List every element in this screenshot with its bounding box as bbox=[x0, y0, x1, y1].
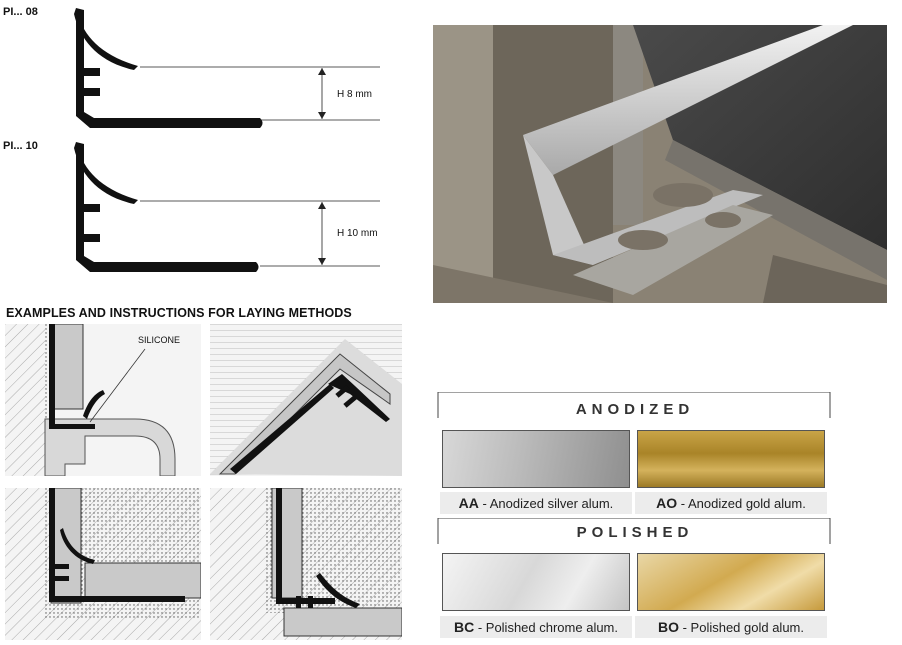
anodized-heading: ANODIZED bbox=[575, 401, 695, 418]
laying-example-2 bbox=[210, 324, 402, 476]
installation-photo bbox=[433, 25, 887, 303]
swatch-polished-gold bbox=[637, 553, 825, 611]
instructions-title: EXAMPLES AND INSTRUCTIONS FOR LAYING MET… bbox=[6, 306, 352, 320]
laying-example-1 bbox=[5, 324, 201, 476]
caption-ao: AO - Anodized gold alum. bbox=[635, 492, 827, 514]
finish-code-aa: AA bbox=[458, 495, 479, 511]
anodized-header-frame bbox=[437, 392, 831, 418]
height-label-10: H 10 mm bbox=[337, 228, 378, 239]
profile-code-10: PI... 10 bbox=[3, 140, 38, 152]
profile-10-drawing bbox=[74, 142, 380, 272]
profile-08-drawing bbox=[74, 8, 380, 128]
swatch-polished-chrome bbox=[442, 553, 630, 611]
laying-example-4 bbox=[210, 488, 402, 640]
caption-bc: BC - Polished chrome alum. bbox=[440, 616, 632, 638]
profile-code-08: PI... 08 bbox=[3, 6, 38, 18]
finish-desc-aa: - Anodized silver alum. bbox=[478, 496, 614, 511]
finish-code-ao: AO bbox=[656, 495, 678, 511]
finish-desc-ao: - Anodized gold alum. bbox=[677, 496, 806, 511]
finish-code-bo: BO bbox=[657, 619, 679, 635]
caption-aa: AA - Anodized silver alum. bbox=[440, 492, 632, 514]
silicone-label: SILICONE bbox=[138, 335, 181, 345]
swatch-anodized-gold bbox=[637, 430, 825, 488]
finish-desc-bc: - Polished chrome alum. bbox=[474, 620, 618, 635]
laying-example-3 bbox=[5, 488, 201, 640]
finish-desc-bo: - Polished gold alum. bbox=[678, 620, 804, 635]
swatch-anodized-silver bbox=[442, 430, 630, 488]
polished-heading: POLISHED bbox=[576, 524, 694, 541]
height-label-08: H 8 mm bbox=[337, 89, 372, 100]
caption-bo: BO - Polished gold alum. bbox=[635, 616, 827, 638]
polished-header-frame bbox=[437, 518, 831, 544]
finish-code-bc: BC bbox=[453, 619, 475, 635]
